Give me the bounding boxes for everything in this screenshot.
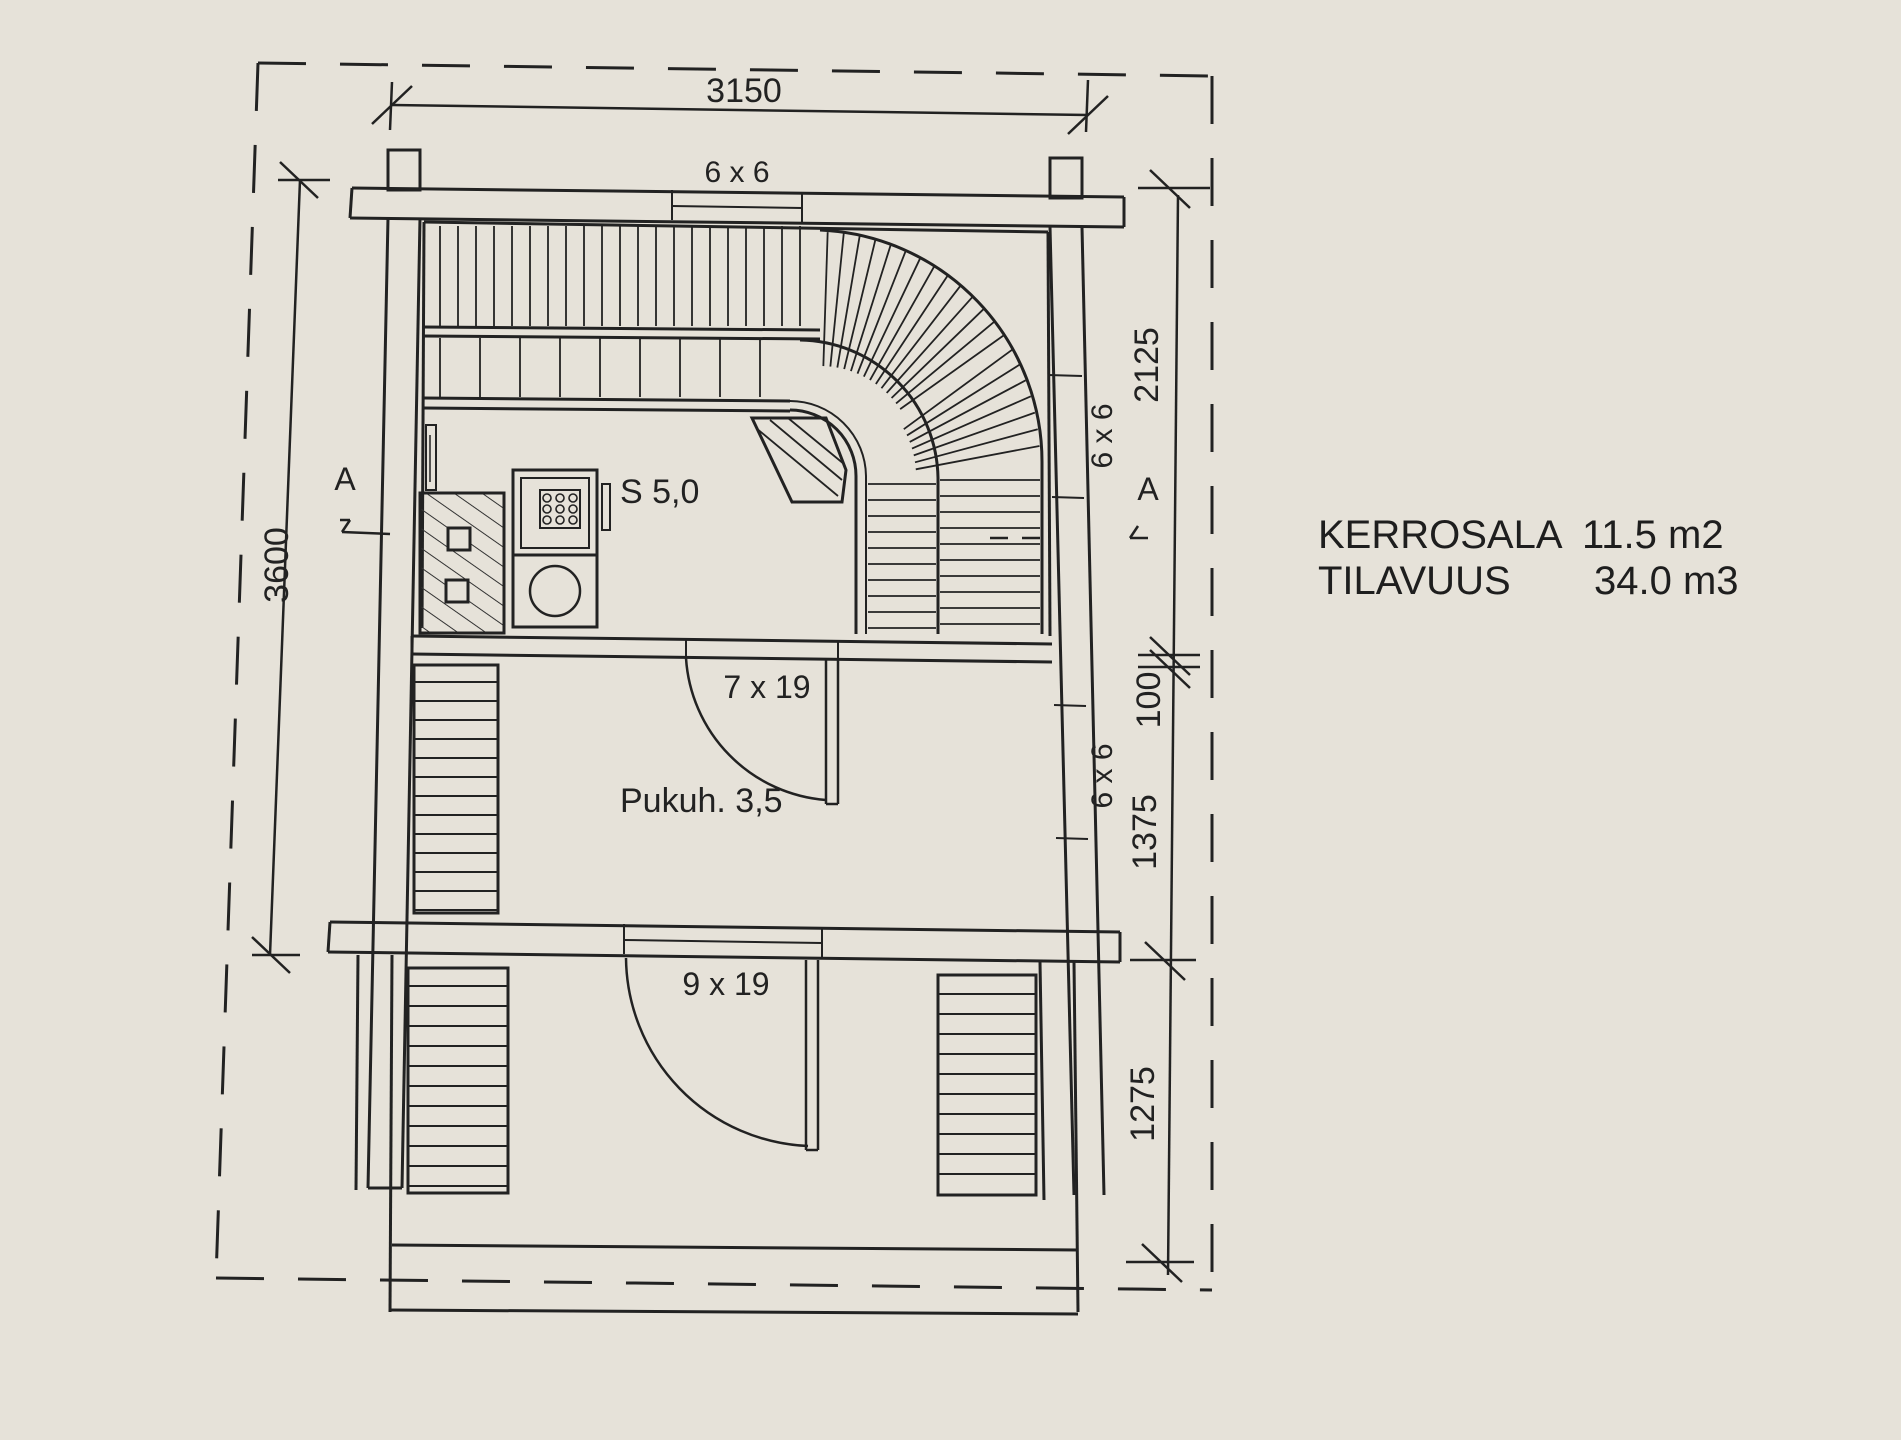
middle-beam <box>326 920 1122 964</box>
curved-bench-slat <box>863 257 922 378</box>
label-right-window-upper: 6 x 6 <box>1086 403 1119 468</box>
stove-stone <box>542 515 552 525</box>
curved-bench-slat <box>890 308 985 399</box>
partition-wall <box>410 634 1053 664</box>
curved-bench-slat <box>915 445 1040 471</box>
porch <box>354 954 1080 1316</box>
bench-slats <box>439 226 801 397</box>
stove-stone <box>555 504 565 514</box>
stove-stone <box>542 504 552 514</box>
porch-bench-slats-right <box>938 993 1036 1175</box>
curved-bench-slat <box>899 334 1005 410</box>
dim-label-dressing-depth: 1375 <box>1126 794 1164 870</box>
curved-bench-slat <box>856 249 907 374</box>
right-wall <box>1047 226 1106 1196</box>
label-outer-door: 9 x 19 <box>682 966 769 1002</box>
curved-bench <box>789 228 1044 634</box>
dim-label-porch-depth: 1275 <box>1124 1066 1162 1142</box>
label-right-window-lower: 6 x 6 <box>1086 743 1119 808</box>
left-wall <box>366 217 422 1190</box>
curved-bench-slats <box>822 232 1040 629</box>
curved-bench-slat <box>836 235 861 368</box>
label-inner-door: 7 x 19 <box>723 669 810 705</box>
stove-stone <box>542 493 552 503</box>
top-beam <box>348 186 1126 229</box>
curved-bench-slat <box>895 320 995 405</box>
curved-bench-slat <box>843 239 877 370</box>
dim-line-width <box>371 79 1109 135</box>
dressing-bench <box>412 663 500 915</box>
curved-bench-slat <box>829 233 845 367</box>
curved-bench-slat <box>913 411 1036 457</box>
curved-bench-slat <box>880 284 962 389</box>
dressing-bench-slats <box>414 681 498 911</box>
dashed-outline <box>214 61 1214 1292</box>
section-marker-left: A <box>334 461 356 497</box>
outer-door-swing <box>624 957 820 1152</box>
stove-stone <box>555 493 565 503</box>
stove-stone <box>568 493 578 503</box>
curved-bench-slat <box>914 428 1038 464</box>
volume-label: TILAVUUS <box>1318 559 1511 603</box>
stove-insulation <box>418 424 506 635</box>
sauna-stove <box>511 468 611 629</box>
dim-label-height: 3600 <box>258 527 296 603</box>
section-marker-right: A <box>1137 471 1159 507</box>
dim-label-sauna-depth: 2125 <box>1128 327 1166 403</box>
curved-bench-slat <box>886 295 974 394</box>
room-label-dressing: Pukuh. 3,5 <box>620 782 783 820</box>
stove-stone <box>568 515 578 525</box>
curved-bench-slat <box>903 349 1013 430</box>
dim-line-chain-right <box>1126 169 1210 1283</box>
bench-step <box>749 416 848 504</box>
curved-bench-slat <box>906 364 1020 437</box>
stove-stone <box>555 515 565 525</box>
stove-stones <box>542 493 578 525</box>
dim-label-width: 3150 <box>706 72 782 110</box>
dim-line-height <box>251 161 330 974</box>
volume-value: 34.0 m3 <box>1594 559 1739 603</box>
section-line <box>340 518 1148 540</box>
inner-door-swing <box>684 657 840 806</box>
stove-stone <box>568 504 578 514</box>
upper-bench <box>423 325 821 413</box>
room-label-sauna: S 5,0 <box>620 473 699 511</box>
dim-label-wall-gap: 100 <box>1130 672 1168 729</box>
curved-bench-slat <box>909 379 1027 443</box>
curved-bench-slat <box>875 274 949 385</box>
porch-bench-slats-left <box>408 985 508 1187</box>
curved-bench-slat <box>869 265 936 381</box>
curved-bench-slat <box>822 232 829 367</box>
curved-bench-slat <box>911 395 1032 450</box>
label-top-window: 6 x 6 <box>704 156 769 189</box>
area-value: 11.5 m2 <box>1582 513 1724 557</box>
area-label: KERROSALA <box>1318 513 1563 557</box>
curved-bench-slat <box>850 244 892 372</box>
